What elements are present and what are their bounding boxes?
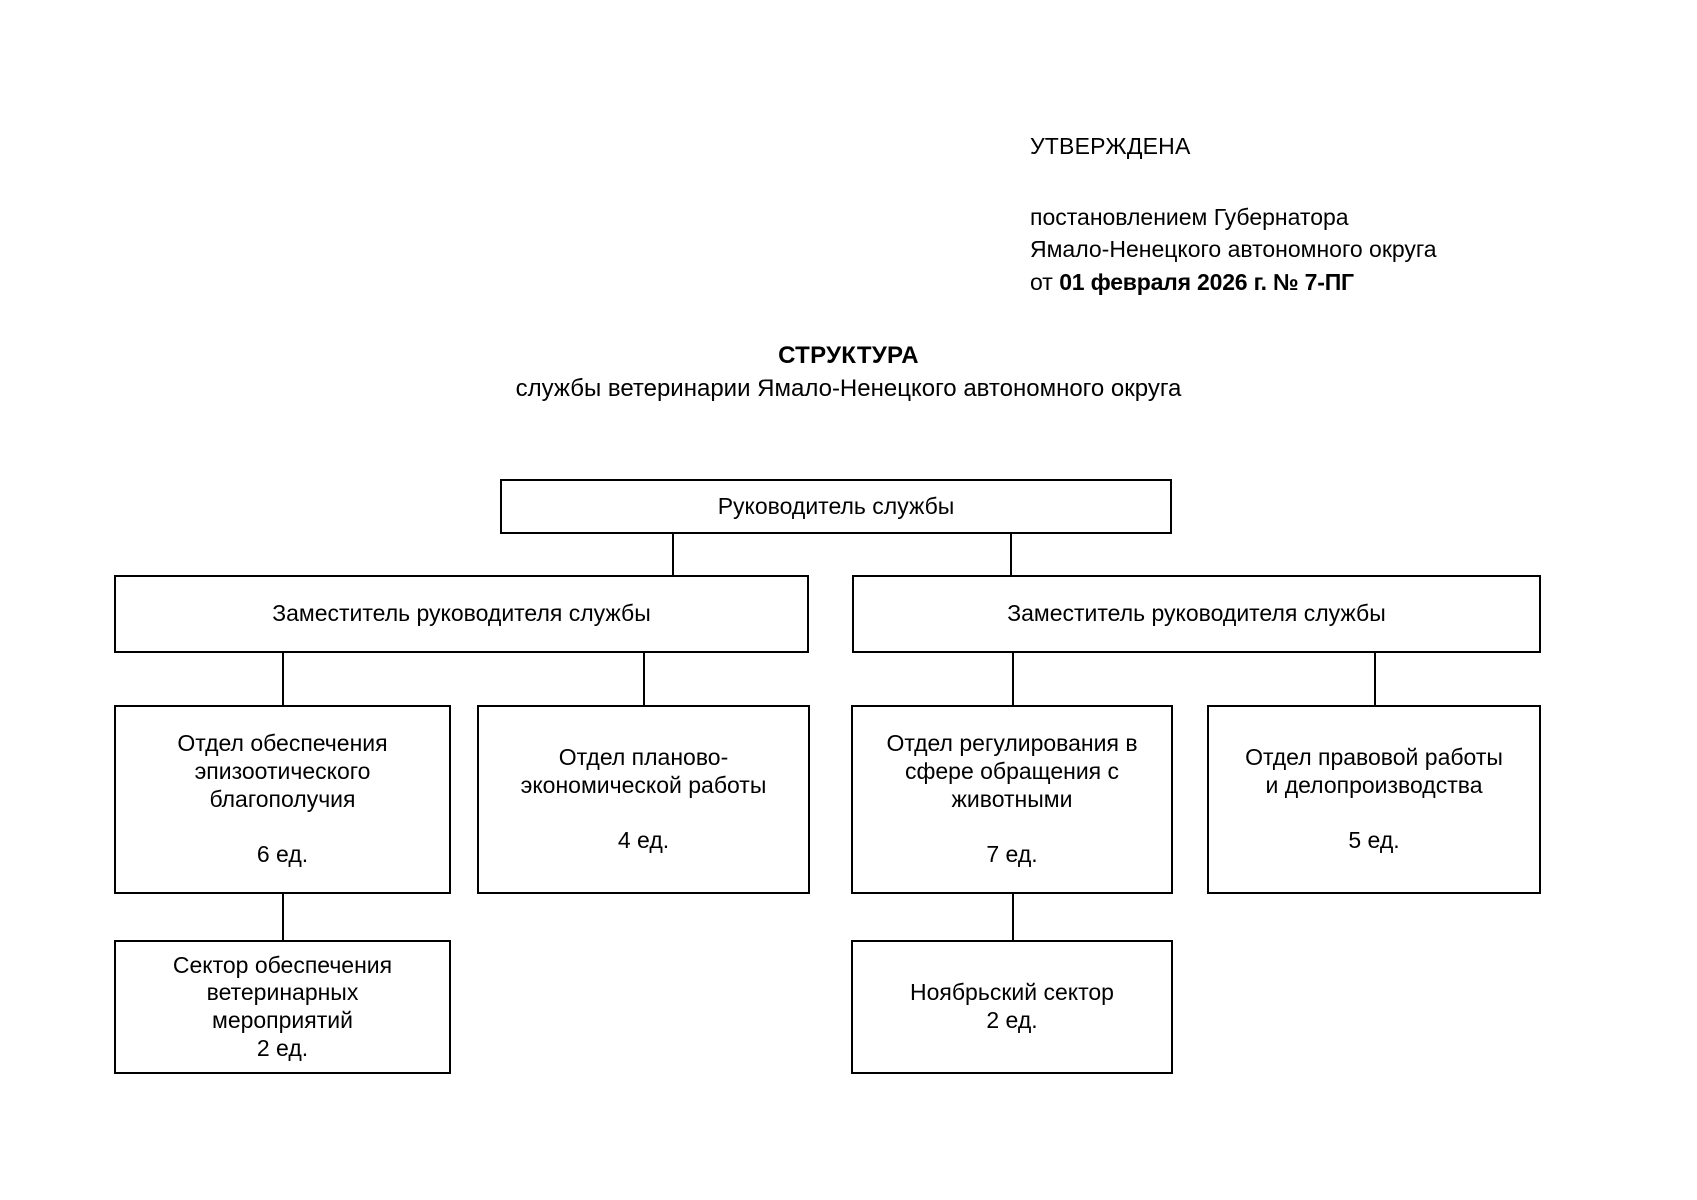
node-dept-animals[interactable]: Отдел регулирования в сфере обращения с … [851,705,1173,894]
connector-deputy-right-dept1 [1012,652,1014,705]
node-dept-planning-count: 4 ед. [617,827,670,854]
connector-deputy-left-dept2 [643,652,645,705]
node-dept-legal-count: 5 ед. [1348,827,1400,854]
node-dept-legal-label: Отдел правовой работы и делопроизводства [1245,744,1503,798]
node-sector-vet[interactable]: Сектор обеспечения ветеринарных мероприя… [114,940,451,1074]
node-dept-planning[interactable]: Отдел планово- экономической работы 4 ед… [477,705,810,894]
connector-dept-animals-sector [1012,893,1014,940]
approval-date-prefix: от [1030,268,1060,295]
node-deputy-right-label: Заместитель руководителя службы [1007,600,1386,627]
node-dept-animals-label: Отдел регулирования в сфере обращения с … [886,730,1138,812]
page-subtitle: службы ветеринарии Ямало-Ненецкого автон… [515,375,1182,402]
connector-head-right [1010,533,1012,575]
node-deputy-left-label: Заместитель руководителя службы [272,600,651,627]
node-head[interactable]: Руководитель службы [500,479,1172,534]
node-deputy-right[interactable]: Заместитель руководителя службы [852,575,1541,653]
page-title: СТРУКТУРА [778,342,919,369]
node-sector-vet-count: 2 ед. [256,1034,309,1061]
node-deputy-left[interactable]: Заместитель руководителя службы [114,575,809,653]
approval-date-row: от 01 февраля 2026 г. № 7-ПГ [1030,266,1550,299]
node-dept-planning-label: Отдел планово- экономической работы [520,744,767,798]
node-sector-vet-label: Сектор обеспечения ветеринарных мероприя… [172,951,393,1033]
node-dept-legal[interactable]: Отдел правовой работы и делопроизводства… [1207,705,1541,894]
node-dept-animals-count: 7 ед. [986,841,1038,868]
connector-deputy-right-dept2 [1374,652,1376,705]
node-sector-noyabrsk[interactable]: Ноябрьский сектор 2 ед. [851,940,1173,1074]
node-dept-epizootic-label: Отдел обеспечения эпизоотического благоп… [177,730,388,812]
connector-deputy-left-dept1 [282,652,284,705]
node-dept-epizootic-count: 6 ед. [256,841,309,868]
approval-line-1: постановлением Губернатора [1030,203,1349,230]
approval-heading: УТВЕРЖДЕНА [1030,133,1191,159]
approval-block: УТВЕРЖДЕНА постановлением Губернатора Ям… [1030,130,1550,299]
approval-line-2: Ямало-Ненецкого автономного округа [1030,236,1437,263]
connector-dept-epizootic-sector [282,893,284,940]
node-sector-noyabrsk-label: Ноябрьский сектор [910,979,1114,1006]
node-sector-noyabrsk-count: 2 ед. [986,1007,1038,1033]
node-head-label: Руководитель службы [717,492,955,519]
connector-head-left [672,533,674,575]
approval-date-value: 01 февраля 2026 г. № 7-ПГ [1059,268,1354,295]
node-dept-epizootic[interactable]: Отдел обеспечения эпизоотического благоп… [114,705,451,894]
